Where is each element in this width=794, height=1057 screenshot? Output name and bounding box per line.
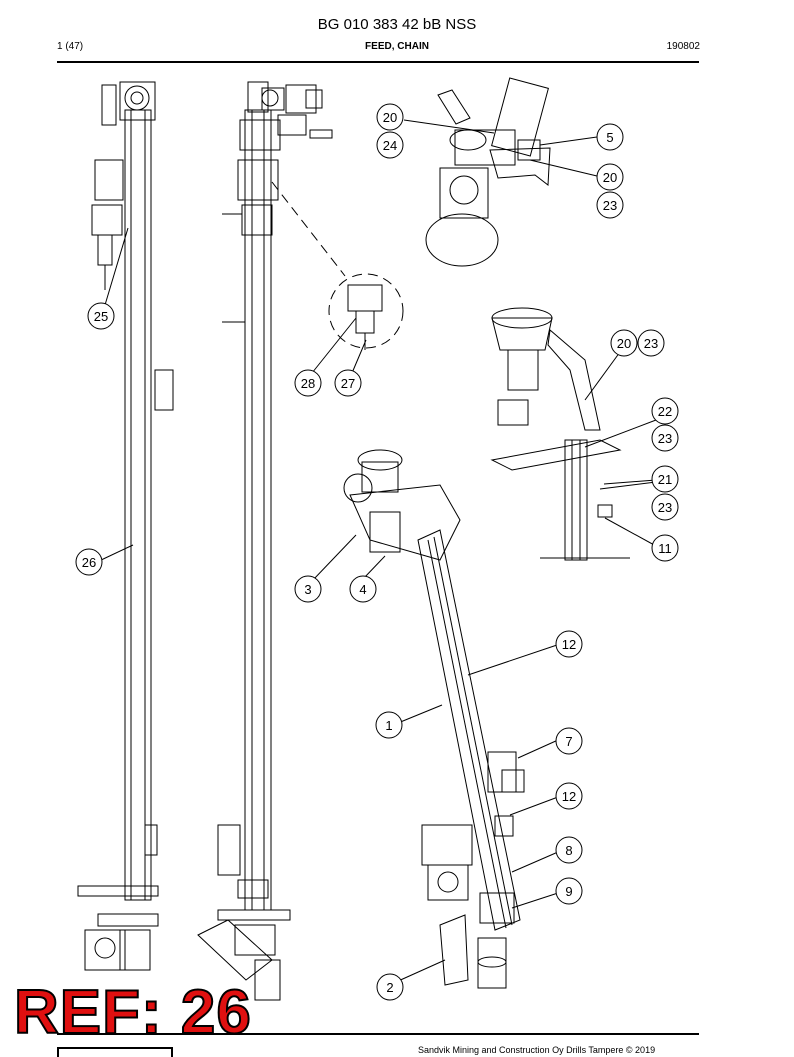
callout-bubble: 22 — [651, 397, 679, 425]
callout-bubble: 20 — [376, 103, 404, 131]
svg-text:23: 23 — [658, 500, 672, 515]
svg-text:23: 23 — [603, 198, 617, 213]
svg-text:12: 12 — [562, 637, 576, 652]
sandvik-logo — [57, 1047, 173, 1057]
callout-bubble: 23 — [637, 329, 665, 357]
svg-text:2: 2 — [386, 980, 393, 995]
svg-text:20: 20 — [383, 110, 397, 125]
callout-bubble: 27 — [334, 369, 362, 397]
callout-bubble: 20 — [596, 163, 624, 191]
svg-text:28: 28 — [301, 376, 315, 391]
callout-bubble: 9 — [555, 877, 583, 905]
svg-text:27: 27 — [341, 376, 355, 391]
callout-bubble: 23 — [651, 493, 679, 521]
callout-bubble: 7 — [555, 727, 583, 755]
callout-bubble: 5 — [596, 123, 624, 151]
callout-bubble: 21 — [651, 465, 679, 493]
svg-text:9: 9 — [565, 884, 572, 899]
callout-bubble: 23 — [596, 191, 624, 219]
footer-copyright: Sandvik Mining and Construction Oy Drill… — [418, 1045, 656, 1055]
callout-bubble: 11 — [651, 534, 679, 562]
svg-text:4: 4 — [359, 582, 366, 597]
svg-text:24: 24 — [383, 138, 397, 153]
svg-text:5: 5 — [606, 130, 613, 145]
svg-text:21: 21 — [658, 472, 672, 487]
svg-text:8: 8 — [565, 843, 572, 858]
svg-text:7: 7 — [565, 734, 572, 749]
svg-text:22: 22 — [658, 404, 672, 419]
svg-text:25: 25 — [94, 309, 108, 324]
header-rule — [57, 61, 699, 63]
svg-text:12: 12 — [562, 789, 576, 804]
callout-bubble: 8 — [555, 836, 583, 864]
svg-text:1: 1 — [385, 718, 392, 733]
ref-overlay-label: REF: 26 — [13, 978, 252, 1047]
svg-text:26: 26 — [82, 555, 96, 570]
callout-bubble: 12 — [555, 630, 583, 658]
callout-bubble: 24 — [376, 131, 404, 159]
svg-text:3: 3 — [304, 582, 311, 597]
svg-text:23: 23 — [644, 336, 658, 351]
section-title: FEED, CHAIN — [365, 41, 429, 52]
callout-bubble: 3 — [294, 575, 322, 603]
callout-bubble: 28 — [294, 369, 322, 397]
callout-bubble: 4 — [349, 575, 377, 603]
callout-bubble: 2 — [376, 973, 404, 1001]
footer-rule — [57, 1033, 699, 1035]
document-date: 190802 — [666, 41, 700, 52]
svg-text:11: 11 — [658, 541, 672, 556]
svg-text:20: 20 — [617, 336, 631, 351]
svg-text:20: 20 — [603, 170, 617, 185]
page-number: 1 (47) — [57, 41, 84, 52]
callout-bubble: 12 — [555, 782, 583, 810]
callout-bubble: 23 — [651, 424, 679, 452]
callout-bubble: 20 — [610, 329, 638, 357]
document-title: BG 010 383 42 bB NSS — [317, 16, 477, 33]
callout-bubble: 25 — [87, 302, 115, 330]
callout-bubble: 26 — [75, 548, 103, 576]
svg-text:23: 23 — [658, 431, 672, 446]
callout-bubble: 1 — [375, 711, 403, 739]
